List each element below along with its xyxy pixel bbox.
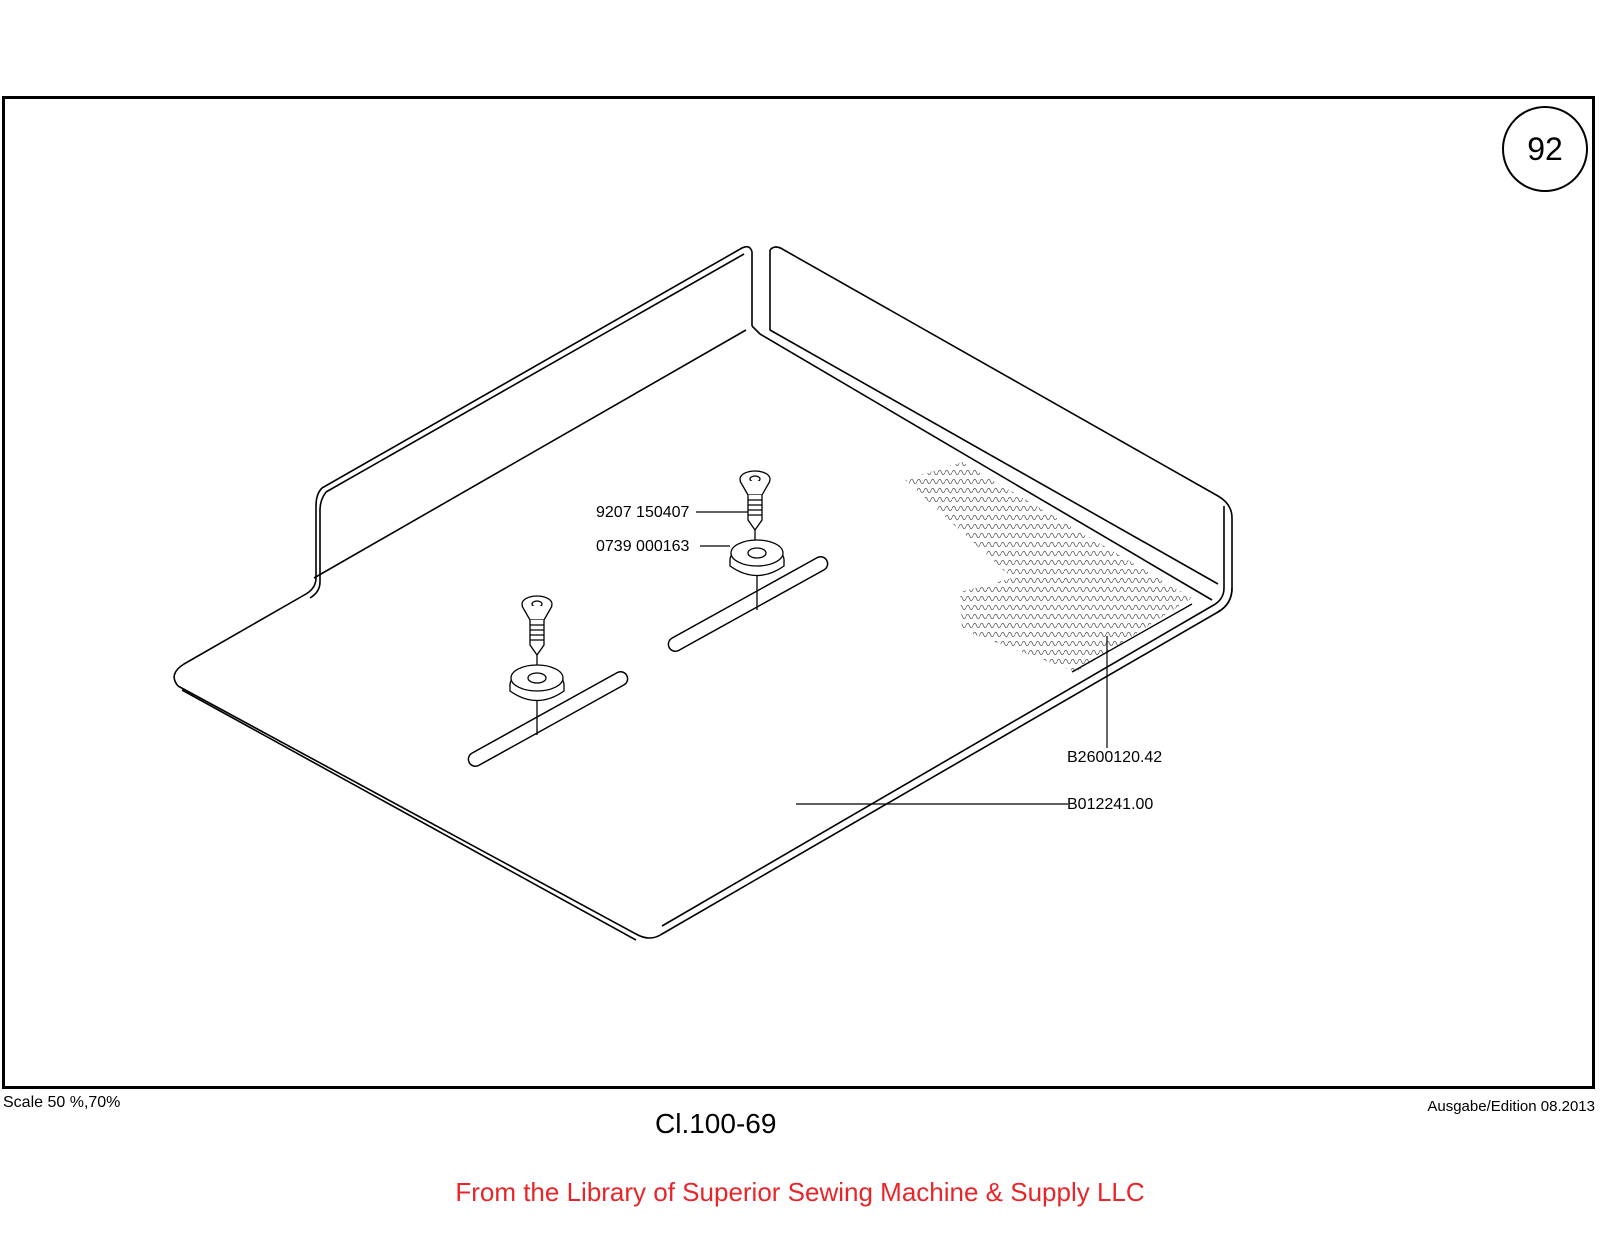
- callout-screw: 9207 150407: [596, 504, 690, 521]
- screw-upper: [739, 470, 771, 545]
- callout-washer: 0739 000163: [596, 538, 690, 555]
- base-plate: [173, 245, 1233, 941]
- page-number: 92: [1527, 130, 1563, 167]
- screw-lower: [521, 595, 553, 670]
- edition-note: Ausgabe/Edition 08.2013: [1427, 1098, 1595, 1115]
- callout-mesh: B2600120.42: [1067, 749, 1163, 766]
- slot-right: [667, 556, 829, 652]
- washer-lower: [509, 664, 565, 735]
- library-note: From the Library of Superior Sewing Mach…: [455, 1177, 1145, 1207]
- drawing-frame: [2, 96, 1595, 1089]
- slot-left: [467, 671, 629, 767]
- mesh-pad: [905, 462, 1192, 672]
- scale-note: Scale 50 %,70%: [3, 1094, 121, 1111]
- washer-upper: [729, 539, 785, 610]
- callout-plate: B012241.00: [1067, 796, 1154, 813]
- class-number: Cl.100-69: [655, 1108, 777, 1139]
- leader-lines: [696, 511, 1108, 805]
- page-number-badge: 92: [1502, 106, 1588, 192]
